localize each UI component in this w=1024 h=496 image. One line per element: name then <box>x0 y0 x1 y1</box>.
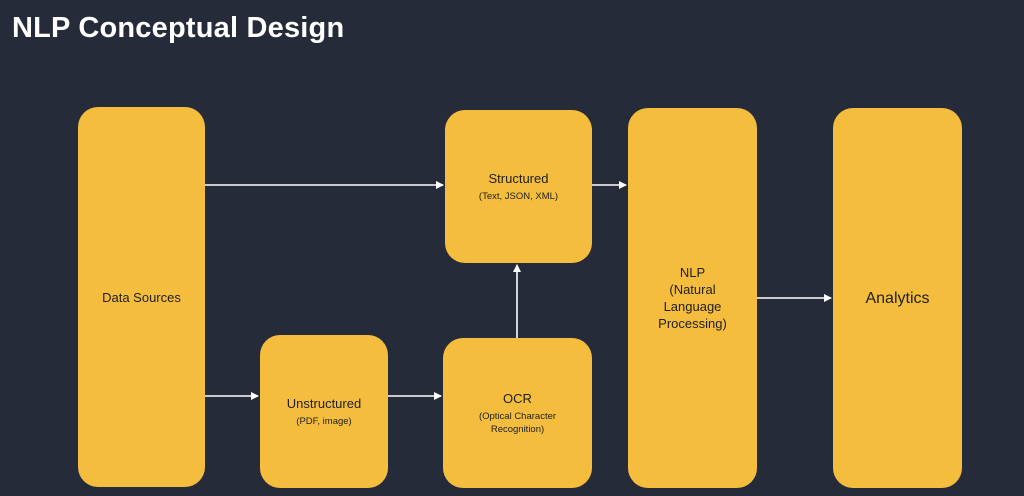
ocr-box: OCR (Optical Character Recognition) <box>443 338 592 488</box>
analytics-label: Analytics <box>865 289 930 307</box>
nlp-box: NLP (Natural Language Processing) <box>628 108 757 488</box>
ocr-label: OCR <box>503 391 532 406</box>
structured-label: Structured <box>488 171 549 186</box>
data-sources-label: Data Sources <box>102 289 181 305</box>
structured-sublabel: (Text, JSON, XML) <box>478 191 559 202</box>
analytics-box: Analytics <box>833 108 962 488</box>
structured-box: Structured (Text, JSON, XML) <box>445 110 592 263</box>
ocr-sublabel: (Optical Character Recognition) <box>478 411 557 435</box>
unstructured-box: Unstructured (PDF, image) <box>260 335 388 488</box>
data-sources-box: Data Sources <box>78 107 205 487</box>
nlp-label: NLP (Natural Language Processing) <box>658 265 727 331</box>
unstructured-label: Unstructured <box>286 396 362 411</box>
unstructured-sublabel: (PDF, image) <box>296 416 352 427</box>
page-title: NLP Conceptual Design <box>12 12 345 44</box>
